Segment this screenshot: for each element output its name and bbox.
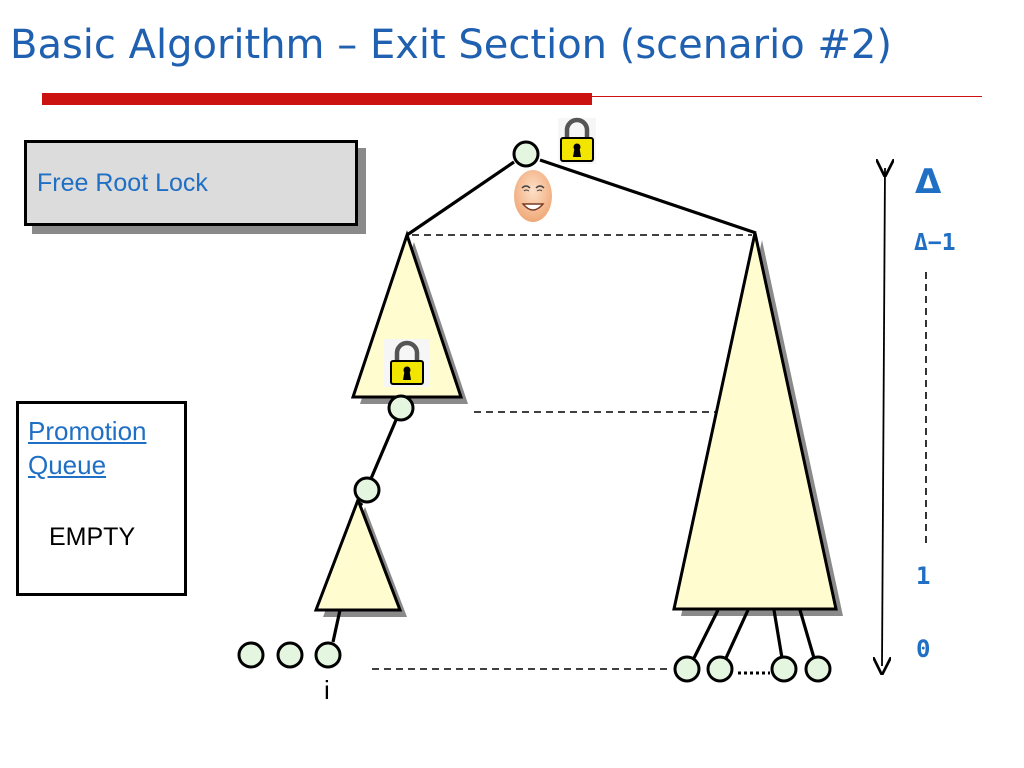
- subtree-root-node: [387, 394, 415, 422]
- small-subtree: [313, 495, 403, 612]
- promotion-queue-link-line2[interactable]: Queue: [28, 450, 107, 480]
- root-node: [512, 140, 540, 168]
- step-label: Free Root Lock: [37, 169, 208, 197]
- leaf-node: [770, 655, 798, 683]
- promotion-queue-box: Promotion Queue EMPTY: [16, 401, 187, 596]
- height-arrow: [882, 168, 885, 666]
- leaf-node: [237, 641, 265, 669]
- title-underline-thin: [592, 96, 982, 97]
- path-node: [353, 476, 381, 504]
- leaf-node-i: [314, 641, 342, 669]
- promotion-queue-status: EMPTY: [49, 523, 136, 551]
- leaf-edge-1: [692, 609, 720, 659]
- leaf-edge-2: [724, 609, 750, 659]
- level-label-delta-minus-1: Δ−1: [914, 230, 956, 256]
- leaf-i-edge: [331, 609, 342, 643]
- root-left-edge: [406, 160, 515, 237]
- leaf-edge-4: [798, 609, 816, 659]
- title-underline-thick: [42, 93, 592, 105]
- step-box: Free Root Lock: [24, 140, 358, 226]
- path-edge-1: [368, 419, 398, 482]
- leaf-node: [673, 655, 701, 683]
- promotion-queue-link-line1[interactable]: Promotion: [28, 416, 147, 446]
- leaf-node: [804, 655, 832, 683]
- smiling-face-icon: [514, 170, 552, 222]
- padlock-icon: [558, 117, 596, 164]
- leaf-edge-3: [772, 609, 784, 659]
- leaf-node: [276, 641, 304, 669]
- root-right-edge: [539, 158, 757, 235]
- slide-title: Basic Algorithm – Exit Section (scenario…: [10, 22, 892, 68]
- level-label-1: 1: [916, 562, 930, 590]
- right-subtree: [672, 232, 838, 611]
- level-label-delta: Δ: [915, 162, 942, 202]
- leaf-label-i: i: [324, 675, 330, 705]
- level-label-0: 0: [916, 635, 930, 663]
- leaf-node: [706, 655, 734, 683]
- padlock-icon: [384, 339, 430, 387]
